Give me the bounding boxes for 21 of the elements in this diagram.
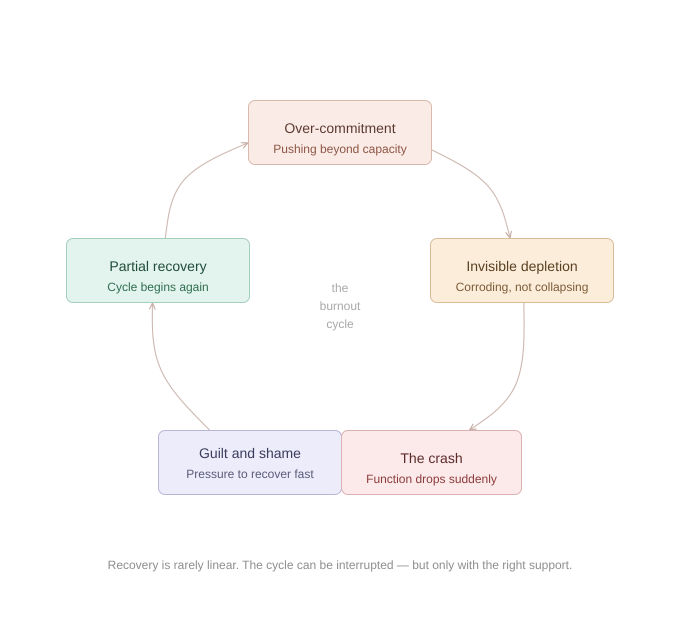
stage-box [430, 238, 614, 303]
stage-title: Invisible depletion [466, 258, 578, 275]
arrow [164, 142, 249, 238]
stage-subtitle: Cycle begins again [107, 280, 209, 295]
stage-subtitle: Pushing beyond capacity [273, 142, 407, 157]
arrow [148, 302, 210, 430]
arrow [468, 302, 525, 431]
stage-subtitle: Function drops suddenly [366, 472, 497, 487]
stage-title: Over-commitment [284, 120, 396, 137]
stage-subtitle: Pressure to recover fast [186, 467, 314, 482]
stage-box [66, 238, 250, 303]
stage-box [248, 100, 432, 165]
arrow [432, 150, 512, 239]
stage-subtitle: Corroding, not collapsing [456, 280, 588, 295]
stage-title: The crash [400, 450, 463, 467]
stage-box [341, 430, 522, 495]
stage-title: Guilt and shame [199, 445, 301, 462]
caption: Recovery is rarely linear. The cycle can be interrupted — but only with the right support. [106, 558, 574, 573]
stage-box [158, 430, 342, 495]
center-label: the burnout cycle [318, 280, 362, 333]
stage-title: Partial recovery [109, 258, 207, 275]
